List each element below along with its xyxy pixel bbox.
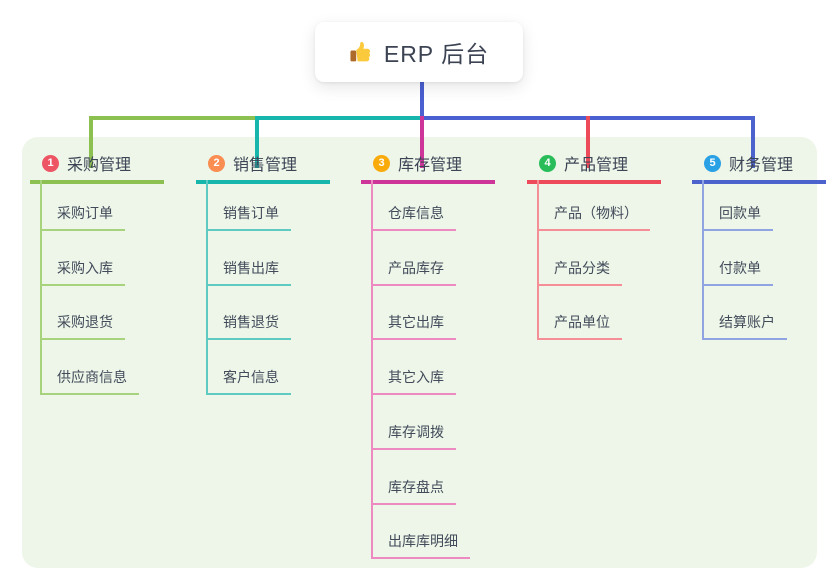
branch-label: 库存管理: [398, 157, 463, 174]
child-trunk-line: [371, 180, 373, 560]
branch-number-badge: 1: [42, 154, 59, 172]
child-node[interactable]: 产品（物料）: [537, 198, 650, 231]
branch-header-1[interactable]: 1 采购管理: [30, 146, 164, 184]
bus-segment-green: [91, 116, 257, 120]
child-node[interactable]: 产品单位: [537, 307, 622, 341]
bus-segment-teal: [257, 116, 422, 120]
child-trunk-line: [537, 180, 539, 341]
child-node[interactable]: 销售出库: [206, 253, 291, 286]
child-node[interactable]: 销售订单: [206, 198, 291, 231]
branch-number-badge: 3: [373, 154, 390, 172]
branch-number-badge: 4: [539, 154, 556, 172]
child-node[interactable]: 供应商信息: [40, 362, 139, 396]
child-node[interactable]: 其它出库: [371, 307, 456, 341]
branch-drop-line: [89, 116, 93, 168]
child-node[interactable]: 出库库明细: [371, 526, 470, 560]
child-node[interactable]: 库存调拨: [371, 417, 456, 450]
child-node[interactable]: 采购订单: [40, 198, 125, 231]
child-node[interactable]: 回款单: [702, 198, 773, 231]
root-connector-line: [420, 82, 424, 120]
branch-header-3[interactable]: 3 库存管理: [361, 146, 495, 184]
child-node[interactable]: 结算账户: [702, 307, 787, 341]
root-node[interactable]: ERP 后台: [315, 22, 523, 82]
child-node[interactable]: 仓库信息: [371, 198, 456, 231]
child-trunk-line: [206, 180, 208, 396]
child-node[interactable]: 采购入库: [40, 253, 125, 286]
branch-label: 采购管理: [67, 157, 132, 174]
branch-header-5[interactable]: 5 财务管理: [692, 146, 826, 184]
branch-drop-line: [420, 116, 424, 168]
branch-label: 产品管理: [564, 157, 629, 174]
thumbs-up-icon: [349, 39, 375, 65]
branch-number-badge: 2: [208, 154, 225, 172]
child-node[interactable]: 其它入库: [371, 362, 456, 396]
branch-drop-line: [751, 116, 755, 168]
branch-label: 销售管理: [233, 157, 298, 174]
root-label: ERP 后台: [383, 41, 490, 67]
mindmap-panel: [22, 137, 817, 568]
child-node[interactable]: 库存盘点: [371, 472, 456, 505]
branch-number-badge: 5: [704, 154, 721, 172]
branch-drop-line: [586, 116, 590, 168]
child-node[interactable]: 产品分类: [537, 253, 622, 286]
child-node[interactable]: 产品库存: [371, 253, 456, 286]
child-node[interactable]: 采购退货: [40, 307, 125, 341]
child-node[interactable]: 客户信息: [206, 362, 291, 396]
child-trunk-line: [702, 180, 704, 341]
child-node[interactable]: 付款单: [702, 253, 773, 286]
branch-drop-line: [255, 116, 259, 168]
branch-header-2[interactable]: 2 销售管理: [196, 146, 330, 184]
branch-label: 财务管理: [729, 157, 794, 174]
child-trunk-line: [40, 180, 42, 396]
branch-header-4[interactable]: 4 产品管理: [527, 146, 661, 184]
child-node[interactable]: 销售退货: [206, 307, 291, 341]
